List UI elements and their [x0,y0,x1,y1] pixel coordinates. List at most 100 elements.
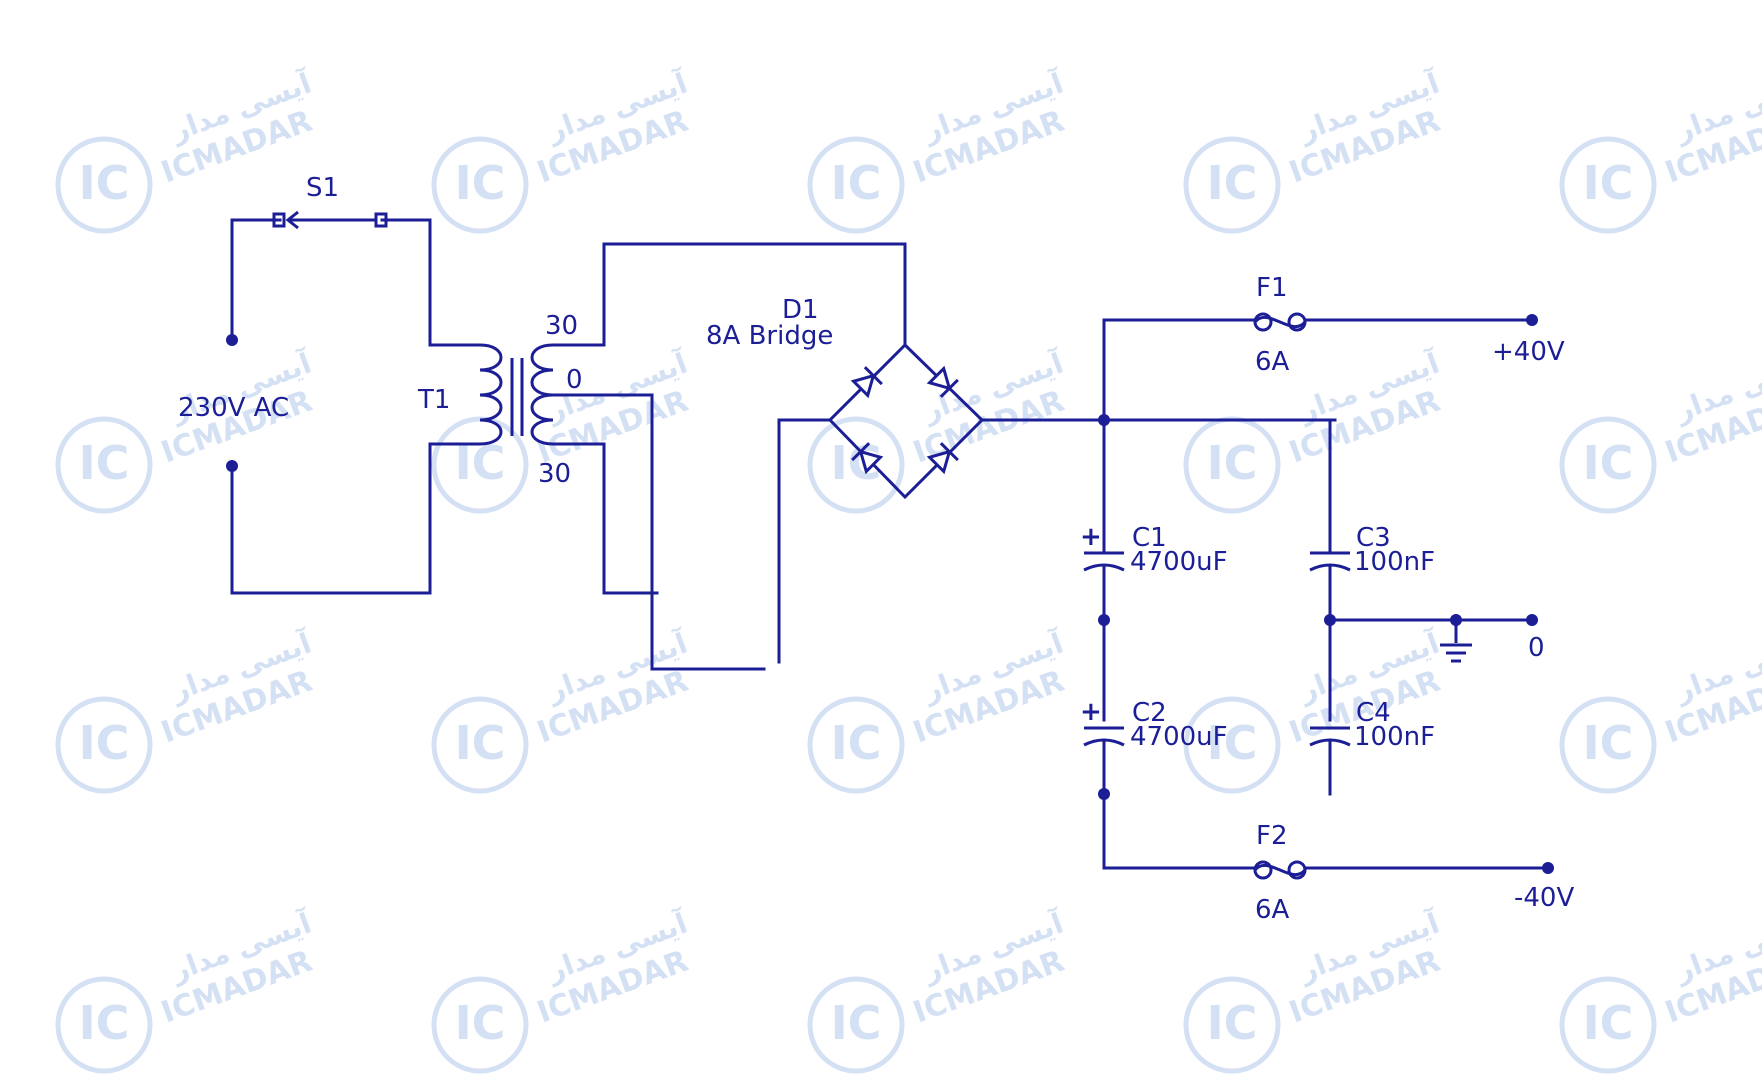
junction-positive [1098,414,1110,426]
watermark-logo-ring [431,136,529,234]
terminal-positive [1526,314,1538,326]
watermark-logo-text: IC [831,716,882,770]
terminal-negative [1542,862,1554,874]
watermark-logo-text: IC [79,716,130,770]
watermark-logo-text: IC [79,436,130,490]
capacitor-c2: + C2 4700uF [1080,697,1228,752]
watermark-logo-ring [55,416,153,514]
wire-bridge-left-to-negative [777,418,832,664]
ac-terminal-top [226,334,238,346]
watermark-logo-text: IC [79,996,130,1050]
watermark-logo-text: IC [1583,156,1634,210]
watermark-logo-text: IC [1583,996,1634,1050]
bridge-diode-3 [851,442,884,475]
capacitor-c2-value: 4700uF [1130,722,1228,752]
fuse-f1: F1 6A [1253,273,1307,377]
bridge-diode-2 [926,365,959,398]
transformer-t1: T1 30 0 30 [417,311,583,489]
watermark-logo-text: IC [831,996,882,1050]
watermark-logo-ring [807,136,905,234]
switch-ref: S1 [306,173,339,203]
capacitor-c1-value: 4700uF [1130,547,1228,577]
fuse-f1-rating: 6A [1255,347,1290,377]
fuse-f2-rating: 6A [1255,895,1290,925]
capacitor-c3: C3 100nF [1309,523,1435,577]
capacitor-c4-value: 100nF [1354,722,1435,752]
watermark-logo-ring [1559,976,1657,1074]
svg-text:+: + [1080,522,1102,552]
capacitor-c4: C4 100nF [1309,698,1435,752]
watermark-logo-text: IC [455,156,506,210]
watermark-logo-ring [1183,696,1281,794]
bridge-diode-1 [850,366,883,399]
watermark-logo-ring [431,696,529,794]
ground-symbol [1440,620,1472,663]
watermark-logo-text: IC [1207,436,1258,490]
watermark-logo-text: IC [455,716,506,770]
watermark-logo-ring [1559,416,1657,514]
output-negative-label: -40V [1514,883,1574,913]
capacitor-c3-value: 100nF [1354,547,1435,577]
terminal-ground [1526,614,1538,626]
wire-c3-bus [1328,418,1337,554]
watermark-logo-text: IC [831,156,882,210]
watermark-logo-text: IC [1583,716,1634,770]
junction-negative [1098,788,1110,800]
fuse-f1-ref: F1 [1256,273,1288,303]
wire-bottom-tap-to-bridge [551,442,659,595]
switch-s1: S1 [272,173,388,230]
watermark-logo-ring [1183,976,1281,1074]
capacitor-c4-ref: C4 [1356,698,1391,728]
watermark-logo-text: IC [1207,996,1258,1050]
watermark-logo-ring [55,696,153,794]
watermark-logo-ring [807,416,905,514]
switch-contact-left [272,212,286,228]
source-label: 230V AC [178,393,289,423]
fuse-f2-ref: F2 [1256,821,1288,851]
capacitor-c3-ref: C3 [1356,523,1391,553]
bridge-diamond [827,342,985,500]
watermark-logo-ring [1559,136,1657,234]
junction-ground-c3 [1324,614,1336,626]
watermark-logo-text: IC [1583,436,1634,490]
secondary-wiring [551,242,1337,671]
watermark-logo-ring [1559,696,1657,794]
transformer-ref: T1 [417,385,450,415]
wire-switch-to-transformer [380,218,482,347]
transformer-tap-top: 30 [545,311,578,341]
bridge-ref: D1 [782,295,819,325]
output-ground-label: 0 [1528,633,1545,663]
watermark-logo-ring [807,696,905,794]
watermark-logo-ring [55,976,153,1074]
bridge-rectifier-d1: D1 8A Bridge [706,295,985,500]
output-positive-label: +40V [1492,337,1565,367]
ac-terminal-bottom [226,460,238,472]
switch-arrow [285,210,299,230]
transformer-primary-coil [479,343,503,446]
watermark-logo-text: IC [1207,716,1258,770]
capacitor-c1: + C1 4700uF [1080,522,1228,577]
filter-network: + C1 4700uF + C2 4700uF C3 100nF C4 100n… [1080,273,1574,925]
wire-primary-bottom [230,442,482,595]
transformer-tap-bottom: 30 [538,459,571,489]
